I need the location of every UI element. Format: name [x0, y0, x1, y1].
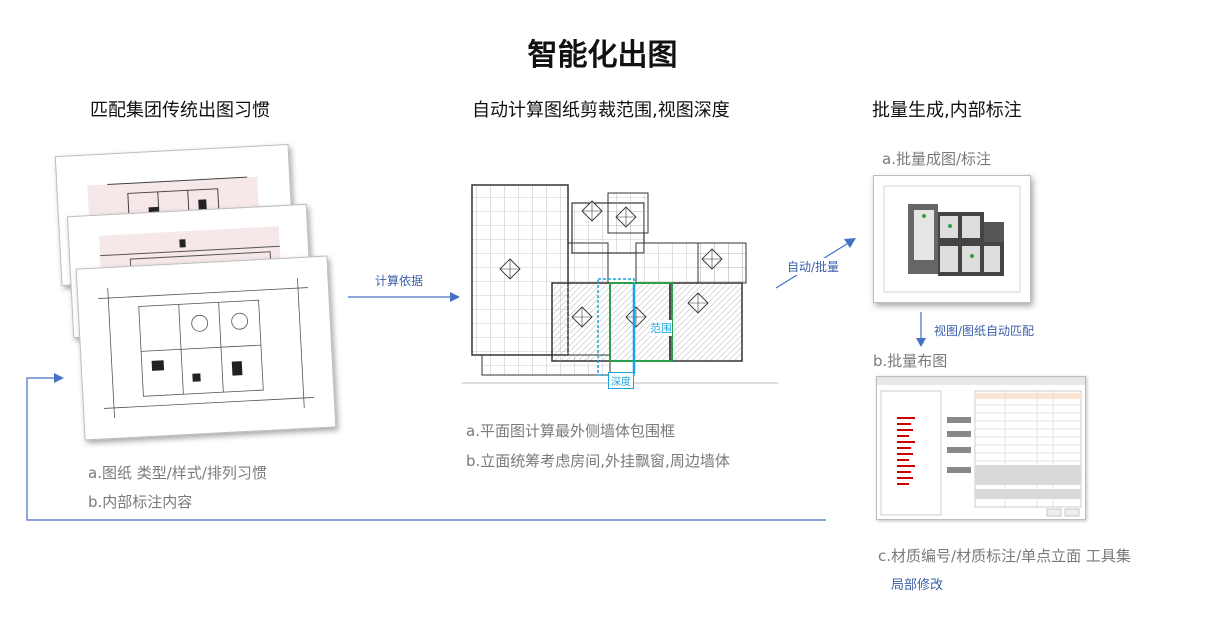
- page-title: 智能化出图: [527, 38, 678, 73]
- batch-drawing-thumbnail: [873, 175, 1031, 303]
- label-range: 范围: [650, 320, 672, 336]
- batch-layout-dialog-thumbnail: [876, 376, 1086, 520]
- feedback-loop-arrow: [26, 373, 826, 521]
- drawing-sheet-front: [75, 255, 337, 441]
- note-elevation-rooms: b.立面统筹考虑房间,外挂飘窗,周边墙体: [466, 452, 730, 470]
- label-view-match: 视图/图纸自动匹配: [934, 324, 1035, 338]
- label-local-modify: 局部修改: [891, 578, 944, 593]
- heading-match-habits: 匹配集团传统出图习惯: [90, 100, 270, 121]
- floor-plan-image: [462, 183, 778, 391]
- arrow-view-match: [916, 312, 926, 347]
- step-batch-layout: b.批量布图: [873, 352, 948, 370]
- note-outer-wall-bbox: a.平面图计算最外侧墙体包围框: [466, 422, 675, 440]
- arrow-calc-basis: [348, 292, 460, 302]
- label-auto-batch: 自动/批量: [787, 258, 840, 275]
- step-material-tools: c.材质编号/材质标注/单点立面 工具集: [878, 547, 1131, 565]
- note-drawing-types: a.图纸 类型/样式/排列习惯: [88, 464, 267, 482]
- label-calc-basis: 计算依据: [375, 274, 424, 288]
- heading-auto-calc: 自动计算图纸剪裁范围,视图深度: [472, 100, 730, 121]
- label-depth: 深度: [608, 372, 634, 389]
- step-batch-drawing: a.批量成图/标注: [882, 150, 992, 168]
- note-internal-annotation: b.内部标注内容: [88, 493, 193, 511]
- heading-batch-generate: 批量生成,内部标注: [872, 100, 1022, 121]
